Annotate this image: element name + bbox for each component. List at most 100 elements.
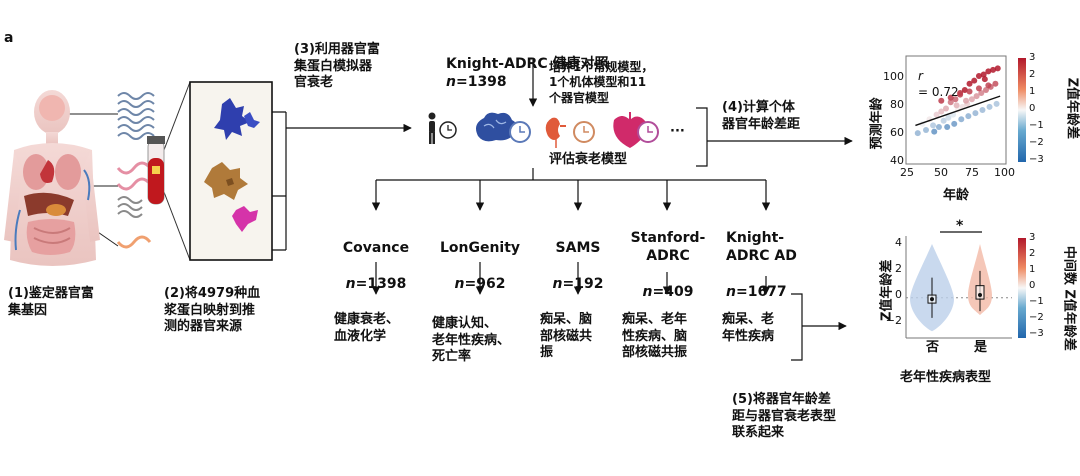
- scatter-x-ticks: 25 50 75 100: [900, 166, 1020, 182]
- step2-label: (2)将4979种血 浆蛋白映射到推 测的器官来源: [164, 286, 261, 335]
- scatter-point: [935, 123, 942, 130]
- scatter-point: [958, 116, 965, 123]
- cbar-tick: −2: [1029, 312, 1044, 323]
- dataset-n: n=962: [430, 276, 530, 294]
- scatter-point: [981, 76, 988, 83]
- box-median: [930, 297, 934, 302]
- heart-icon: [613, 112, 647, 148]
- box-y-ticks: 4 2 0 −2: [880, 236, 902, 336]
- x-tick: 25: [900, 166, 914, 179]
- scatter-y-ticks: 100 80 60 40: [878, 70, 904, 170]
- box-category-yes: 是: [974, 340, 988, 355]
- scatter-point: [930, 122, 937, 129]
- scatter-point: [944, 123, 951, 130]
- box-median: [978, 293, 982, 298]
- scatter-point: [961, 86, 968, 93]
- scatter-point: [975, 85, 982, 92]
- scatter-point: [994, 65, 1001, 72]
- scatter-point: [971, 77, 978, 84]
- scatter-point: [938, 97, 945, 104]
- scatter-point: [986, 103, 993, 110]
- scatter-point: [952, 96, 959, 103]
- scatter-point: [943, 105, 949, 112]
- scatter-point: [980, 71, 987, 78]
- box-colorbar-label: 中间数 Z值年龄差: [1061, 245, 1077, 351]
- regression-line: [915, 95, 1001, 127]
- panel-letter: a: [4, 30, 14, 46]
- tissue-stain-panel: [189, 81, 273, 261]
- x-tick: 50: [934, 166, 948, 179]
- scatter-r-annotation: r = 0.72: [918, 54, 959, 100]
- cbar-tick: 1: [1029, 86, 1036, 97]
- scatter-point: [968, 96, 975, 103]
- cbar-tick: 3: [1029, 52, 1036, 63]
- scatter-point: [966, 88, 973, 95]
- phenotype-knight-ad: 痴呆、老 年性疾病: [722, 312, 775, 344]
- step3-label: (3)利用器官富 集蛋白模拟器 官衰老: [294, 42, 380, 91]
- dataset-name: LonGenity: [439, 239, 521, 256]
- y-tick: 2: [895, 262, 902, 275]
- clock-icon: [439, 121, 457, 139]
- y-tick: 60: [890, 126, 904, 139]
- clock-icon: [573, 121, 595, 143]
- dataset-n: n=1398: [332, 276, 420, 294]
- scatter-point: [992, 80, 999, 87]
- dataset-n-value: =962: [464, 275, 506, 292]
- step1-label: (1)鉴定器官富 集基因: [8, 286, 94, 318]
- step4-label: (4)计算个体 器官年龄差距: [722, 100, 801, 132]
- significance-star: *: [956, 218, 964, 234]
- dataset-n-value: =192: [562, 275, 604, 292]
- dataset-sams: SAMS n=192: [546, 222, 610, 312]
- dataset-n-value: =409: [652, 283, 694, 300]
- y-tick: −2: [885, 314, 902, 327]
- scatter-point: [951, 120, 958, 127]
- y-tick: 80: [890, 98, 904, 111]
- scatter-point: [966, 80, 973, 87]
- x-tick: 75: [965, 166, 979, 179]
- cohort-n-value: =1398: [455, 73, 507, 90]
- scatter-point: [985, 82, 992, 89]
- scatter-point: [965, 113, 972, 120]
- dataset-covance: Covance n=1398: [332, 222, 420, 312]
- r-label: r: [918, 69, 923, 84]
- phenotype-longenity: 健康认知、 老年性疾病、 死亡率: [432, 316, 511, 365]
- phenotype-covance: 健康衰老、 血液化学: [334, 312, 400, 344]
- dataset-n-label: n: [552, 275, 563, 292]
- cbar-tick: 1: [1029, 264, 1036, 275]
- dataset-n-value: =1398: [355, 275, 407, 292]
- box-colorbar: [1018, 238, 1026, 338]
- y-tick: 40: [890, 154, 904, 167]
- cbar-tick: 2: [1029, 69, 1036, 80]
- phenotype-stanford: 痴呆、老年 性疾病、脑 部核磁共振: [622, 312, 688, 361]
- step5-label: (5)将器官年龄差 距与器官衰老表型 联系起来: [732, 392, 837, 441]
- dataset-n: n=192: [546, 276, 610, 294]
- scatter-points: [914, 65, 1001, 137]
- cbar-tick: −1: [1029, 120, 1044, 131]
- dataset-name: Stanford- ADRC: [630, 229, 706, 264]
- box-category-no: 否: [926, 340, 940, 355]
- scatter-point: [985, 68, 992, 75]
- scatter-point: [931, 128, 938, 135]
- box-iqr: [975, 285, 985, 300]
- x-tick: 100: [994, 166, 1015, 179]
- scatter-point: [973, 93, 980, 100]
- dataset-n-label: n: [454, 275, 465, 292]
- y-tick: 4: [895, 236, 902, 249]
- scatter-point: [957, 91, 964, 98]
- scatter-point: [983, 86, 989, 93]
- icons-bracket: [696, 107, 708, 167]
- dataset-name: Knight- ADRC AD: [726, 229, 797, 264]
- dataset-n-value: =1677: [735, 283, 787, 300]
- scatter-colorbar: [1018, 58, 1026, 162]
- scatter-point: [923, 127, 929, 134]
- train-description: 培养1个常规模型， 1个机体模型和11 个器官模型: [549, 60, 654, 105]
- scatter-point: [979, 107, 986, 113]
- transcript-icon: [116, 161, 152, 191]
- scatter-point: [978, 90, 985, 97]
- cbar-tick: 3: [1029, 232, 1036, 243]
- human-body-figure: [4, 90, 100, 266]
- evaluate-label: 评估衰老模型: [549, 152, 628, 167]
